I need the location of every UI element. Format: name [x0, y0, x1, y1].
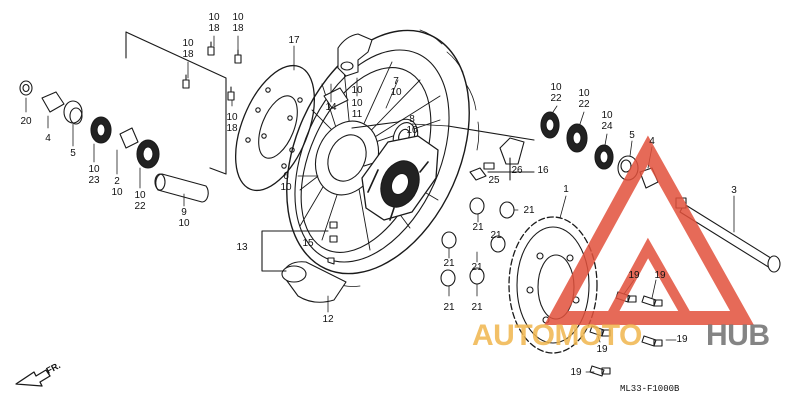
chain-adjuster-top: [323, 33, 373, 109]
callout-19-c: 19: [596, 344, 608, 355]
callout-10-top: 10: [351, 85, 363, 96]
sprocket-bolts: [589, 291, 663, 377]
callout-5-left: 5: [70, 148, 76, 159]
callout-21-d: 21: [471, 262, 483, 273]
callout-21-g: 21: [490, 230, 502, 241]
callout-26: 26: [511, 165, 523, 176]
diagram-code: ML33-F1000B: [620, 384, 680, 394]
watermark-text-automoto: AUTOMOTO: [472, 319, 642, 352]
brake-disc: [235, 64, 315, 192]
callout-16: 16: [537, 165, 549, 176]
front-arrow: [15, 369, 51, 387]
callout-4-left: 4: [45, 133, 51, 144]
callout-21-e: 21: [443, 302, 455, 313]
callout-12: 12: [322, 314, 334, 325]
left-axle-parts: [19, 31, 227, 203]
callout-17: 17: [288, 35, 300, 46]
callout-1: 1: [563, 184, 569, 195]
callout-15: 15: [302, 238, 314, 249]
callout-25: 25: [488, 175, 500, 186]
callout-19-a: 19: [628, 270, 640, 281]
callout-21-f: 21: [471, 302, 483, 313]
callout-4-right: 4: [649, 136, 655, 147]
callout-14: 14: [325, 102, 337, 113]
chain-adjuster-bottom: [261, 221, 347, 303]
watermark-text-hub: HUB: [706, 319, 770, 352]
callout-20: 20: [20, 116, 32, 127]
callout-21-c: 21: [443, 258, 455, 269]
sprocket-carrier: [361, 135, 439, 221]
watermark-logo: [544, 135, 754, 325]
callout-19-b: 19: [654, 270, 666, 281]
callout-19-d: 19: [676, 334, 688, 345]
callout-21-b: 21: [523, 205, 535, 216]
chain-guide: [447, 125, 535, 181]
callout-21-a: 21: [472, 222, 484, 233]
callout-5-right: 5: [629, 130, 635, 141]
callout-13: 13: [236, 242, 248, 253]
callout-19-e: 19: [570, 367, 582, 378]
callout-3: 3: [731, 185, 737, 196]
